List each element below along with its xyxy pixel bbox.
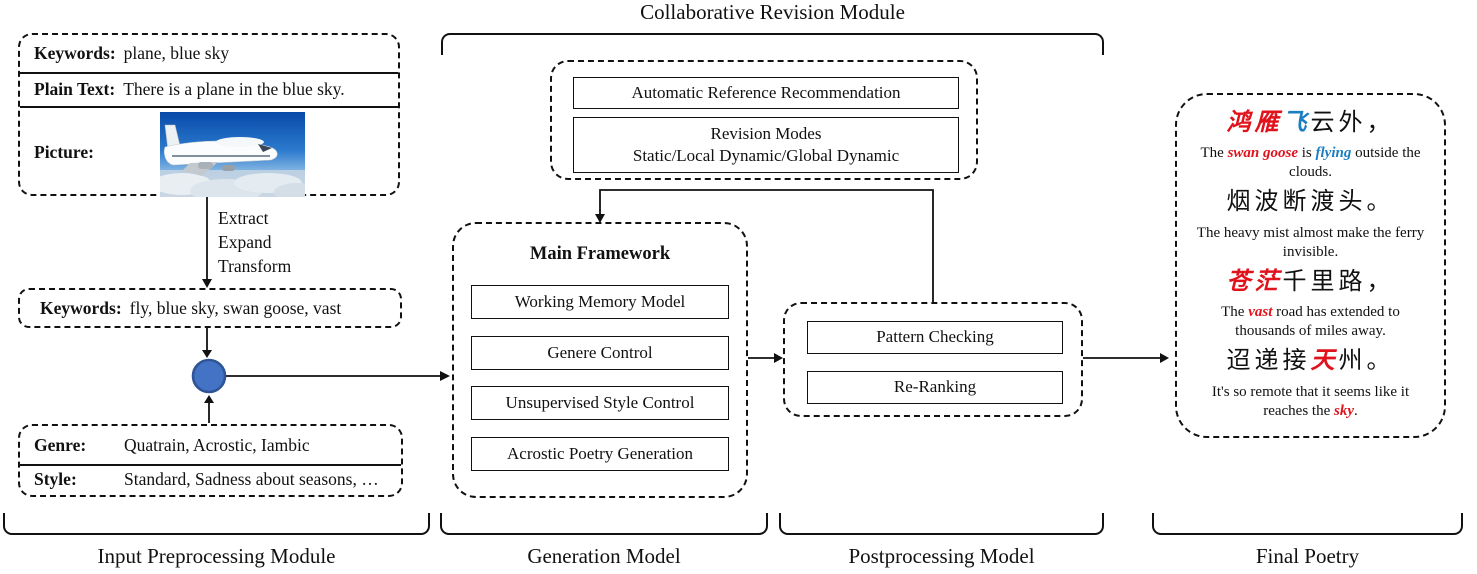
poem-en-text: It's so remote that it seems like it rea… <box>1211 383 1410 419</box>
expanded-keywords-value: fly, blue sky, swan goose, vast <box>129 297 342 318</box>
revision-modes-box: Revision Modes Static/Local Dynamic/Glob… <box>573 117 959 173</box>
picture-label: Picture: <box>34 141 94 162</box>
keywords-value: plane, blue sky <box>123 43 230 63</box>
step-expand: Expand <box>218 232 272 253</box>
arrow-keywords-to-circle-head-icon <box>202 350 212 358</box>
bracket-generation-model <box>440 513 768 535</box>
style-control-label: Unsupervised Style Control <box>505 392 695 412</box>
poem-text-blue: 飞 <box>1282 109 1311 136</box>
poem-text-red: 鸿雁 <box>1226 109 1283 136</box>
poem-text: 州。 <box>1338 348 1395 375</box>
poem-en-text: The <box>1221 304 1249 321</box>
revision-module-bracket <box>441 33 1104 55</box>
working-memory-label: Working Memory Model <box>514 291 686 311</box>
poem-line-3-en: The vast road has extended to thousands … <box>1191 303 1430 341</box>
poem-text: 迢递接 <box>1226 348 1311 375</box>
genre-row: Genre: Quatrain, Acrostic, Iambic <box>20 426 401 464</box>
main-framework-title: Main Framework <box>529 244 671 264</box>
bracket-final-poetry <box>1152 513 1463 535</box>
label-input-preprocessing-module: Input Preprocessing Module <box>97 544 336 568</box>
plain-text-value: There is a plane in the blue sky. <box>123 78 345 99</box>
airplane-icon <box>163 124 278 176</box>
arrow-extract-head-icon <box>202 279 212 288</box>
poem-en-red: sky <box>1334 402 1355 419</box>
acrostic-generation-label: Acrostic Poetry Generation <box>507 443 693 463</box>
poem-line-4-en: It's so remote that it seems like it rea… <box>1191 383 1430 421</box>
arrow-circle-to-framework-head-icon <box>440 371 450 381</box>
label-final-poetry: Final Poetry <box>1255 544 1360 568</box>
poem-text: 千里路， <box>1282 268 1395 295</box>
poem-text-red: 苍茫 <box>1226 268 1283 295</box>
keywords-label: Keywords: <box>34 43 116 63</box>
poem-en-red: swan goose <box>1227 145 1298 162</box>
poem-en-text: The <box>1200 145 1228 162</box>
expanded-keywords-row: Keywords: fly, blue sky, swan goose, vas… <box>20 290 400 326</box>
bracket-postprocessing-model <box>779 513 1104 535</box>
poem-text-red: 天 <box>1310 348 1339 375</box>
auto-reference-label: Automatic Reference Recommendation <box>631 82 901 102</box>
arrow-genre-to-circle-head-icon <box>204 395 214 403</box>
input-keywords-row: Keywords: plane, blue sky <box>20 35 398 72</box>
label-postprocessing-model: Postprocessing Model <box>848 544 1035 568</box>
label-generation-model: Generation Model <box>527 544 681 568</box>
bracket-input-preprocessing <box>3 513 430 535</box>
poem-line-1-zh: 鸿雁飞云外， <box>1227 110 1395 138</box>
poem-en-text: road has extended to thousands of miles … <box>1235 304 1400 340</box>
poem-line-4-zh: 迢递接天州。 <box>1227 348 1395 376</box>
poem-line-1-en: The swan goose is flying outside the clo… <box>1191 144 1430 182</box>
genre-value: Quatrain, Acrostic, Iambic <box>124 434 310 455</box>
poem-en-text: is <box>1298 145 1316 162</box>
style-value: Standard, Sadness about seasons, … <box>124 469 379 489</box>
poem-line-2-zh: 烟波断渡头。 <box>1227 189 1395 217</box>
acrostic-generation-box: Acrostic Poetry Generation <box>471 437 729 471</box>
plain-text-label: Plain Text: <box>34 78 116 99</box>
final-poetry-box: 鸿雁飞云外， The swan goose is flying outside … <box>1175 93 1446 438</box>
row-divider <box>20 464 401 466</box>
poem-en-red: vast <box>1248 304 1273 321</box>
genre-style-box: Genre: Quatrain, Acrostic, Iambic Style:… <box>18 424 403 497</box>
postprocessing-box: Pattern Checking Re-Ranking <box>783 302 1083 417</box>
main-framework-box: Main Framework Working Memory Model Gene… <box>452 222 748 498</box>
genre-control-label: Genere Control <box>547 342 653 362</box>
row-divider <box>20 72 398 74</box>
pattern-checking-box: Pattern Checking <box>807 321 1063 354</box>
arrow-post-to-poetry-head-icon <box>1160 353 1169 363</box>
re-ranking-label: Re-Ranking <box>893 377 977 397</box>
auto-reference-box: Automatic Reference Recommendation <box>573 77 959 109</box>
poem-en-text: The heavy mist almost make the ferry inv… <box>1196 224 1425 260</box>
input-box: Keywords: plane, blue sky Plain Text: Th… <box>18 33 400 198</box>
revision-modes-title: Revision Modes <box>710 123 822 143</box>
poem-en-blue: flying <box>1315 145 1352 162</box>
arrow-framework-to-post-head-icon <box>774 353 783 363</box>
revision-module-box: Automatic Reference Recommendation Revis… <box>550 60 978 180</box>
pattern-checking-label: Pattern Checking <box>876 327 994 347</box>
poem-en-text: outside the clouds. <box>1289 145 1421 181</box>
working-memory-box: Working Memory Model <box>471 285 729 319</box>
expanded-keywords-label: Keywords: <box>40 297 122 318</box>
step-extract: Extract <box>218 208 269 228</box>
expanded-keywords-box: Keywords: fly, blue sky, swan goose, vas… <box>18 288 402 328</box>
poem-line-3-zh: 苍茫千里路， <box>1227 269 1395 297</box>
genre-control-box: Genere Control <box>471 336 729 370</box>
poem-en-text: . <box>1354 402 1358 419</box>
poem-text: 云外， <box>1310 109 1395 136</box>
airplane-photo <box>160 112 305 197</box>
transform-steps: Extract Expand Transform <box>218 206 291 278</box>
step-transform: Transform <box>218 256 292 277</box>
cloud <box>274 183 305 197</box>
style-control-box: Unsupervised Style Control <box>471 386 729 420</box>
input-picture-row: Picture: <box>20 106 398 198</box>
input-plaintext-row: Plain Text: There is a plane in the blue… <box>20 72 398 106</box>
style-row: Style: Standard, Sadness about seasons, … <box>20 464 401 495</box>
revision-module-title: Collaborative Revision Module <box>640 0 905 24</box>
poem-text: 烟波断渡头。 <box>1226 189 1395 216</box>
poem-line-2-en: The heavy mist almost make the ferry inv… <box>1191 224 1430 262</box>
revision-modes-options: Static/Local Dynamic/Global Dynamic <box>632 146 900 165</box>
merge-circle-icon <box>191 358 227 394</box>
genre-label: Genre: <box>34 434 87 455</box>
style-label: Style: <box>34 469 77 489</box>
row-divider <box>20 106 398 108</box>
re-ranking-box: Re-Ranking <box>807 371 1063 404</box>
